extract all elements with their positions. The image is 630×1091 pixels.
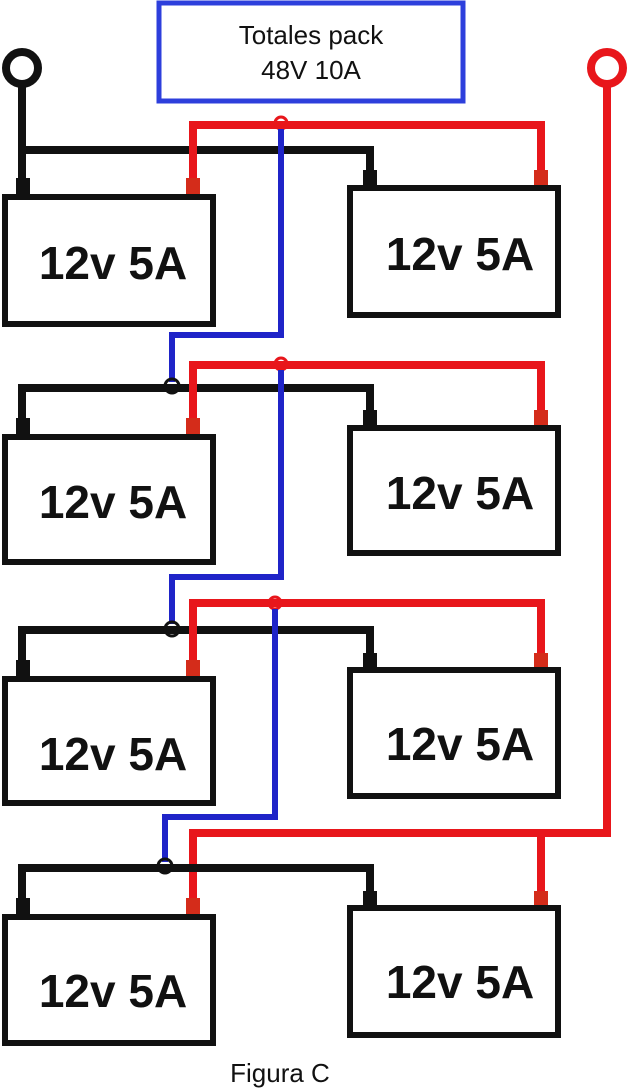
battery-label: 12v 5A [386,228,534,280]
row3-right-neg-post [363,653,377,671]
battery-r3-right: 12v 5A [347,667,561,799]
pack-negative-terminal [2,48,42,88]
battery-label: 12v 5A [386,956,534,1008]
battery-r1-right: 12v 5A [347,185,561,318]
pack-totals-values: 48V 10A [261,55,361,85]
row3-positive-bus [189,599,545,662]
row1-positive-bus [189,121,545,180]
row4-left-pos-post [186,898,200,916]
row1-left-pos-post [186,178,200,196]
row4-right-neg-post [363,891,377,909]
battery-r2-right: 12v 5A [347,425,561,556]
series-link-1 [169,129,284,382]
battery-label: 12v 5A [39,965,187,1017]
row4-right-pos-post [534,891,548,909]
battery-r4-right: 12v 5A [347,905,561,1038]
row1-right-neg-post [363,170,377,188]
row3-left-pos-post [186,660,200,678]
battery-label: 12v 5A [39,476,187,528]
row2-right-neg-post [363,410,377,428]
row1-negative-bus [22,146,374,172]
battery-label: 12v 5A [386,467,534,519]
row2-negative-node [163,377,181,395]
series-link-2 [169,370,284,624]
pack-totals-title: Totales pack [239,20,385,50]
battery-r2-left: 12v 5A [2,434,216,565]
row1-left-neg-post [16,178,30,196]
battery-label: 12v 5A [386,718,534,770]
row3-right-pos-post [534,653,548,671]
series-link-3 [162,609,278,862]
row4-negative-node [156,857,174,875]
row1-right-pos-post [534,170,548,188]
pack-totals-box [156,0,466,104]
row3-left-neg-post [16,660,30,678]
battery-r1-left: 12v 5A [2,194,216,327]
row2-left-neg-post [16,418,30,436]
row2-positive-bus [189,361,545,420]
row2-left-pos-post [186,418,200,436]
battery-label: 12v 5A [39,728,187,780]
row2-right-pos-post [534,410,548,428]
battery-r3-left: 12v 5A [2,676,216,806]
pack-positive-terminal [587,48,627,88]
row4-negative-bus [18,864,374,900]
row3-negative-node [163,620,181,638]
row4-left-neg-post [16,898,30,916]
figure-caption: Figura C [230,1058,330,1088]
battery-r4-left: 12v 5A [2,914,216,1046]
battery-label: 12v 5A [39,237,187,289]
